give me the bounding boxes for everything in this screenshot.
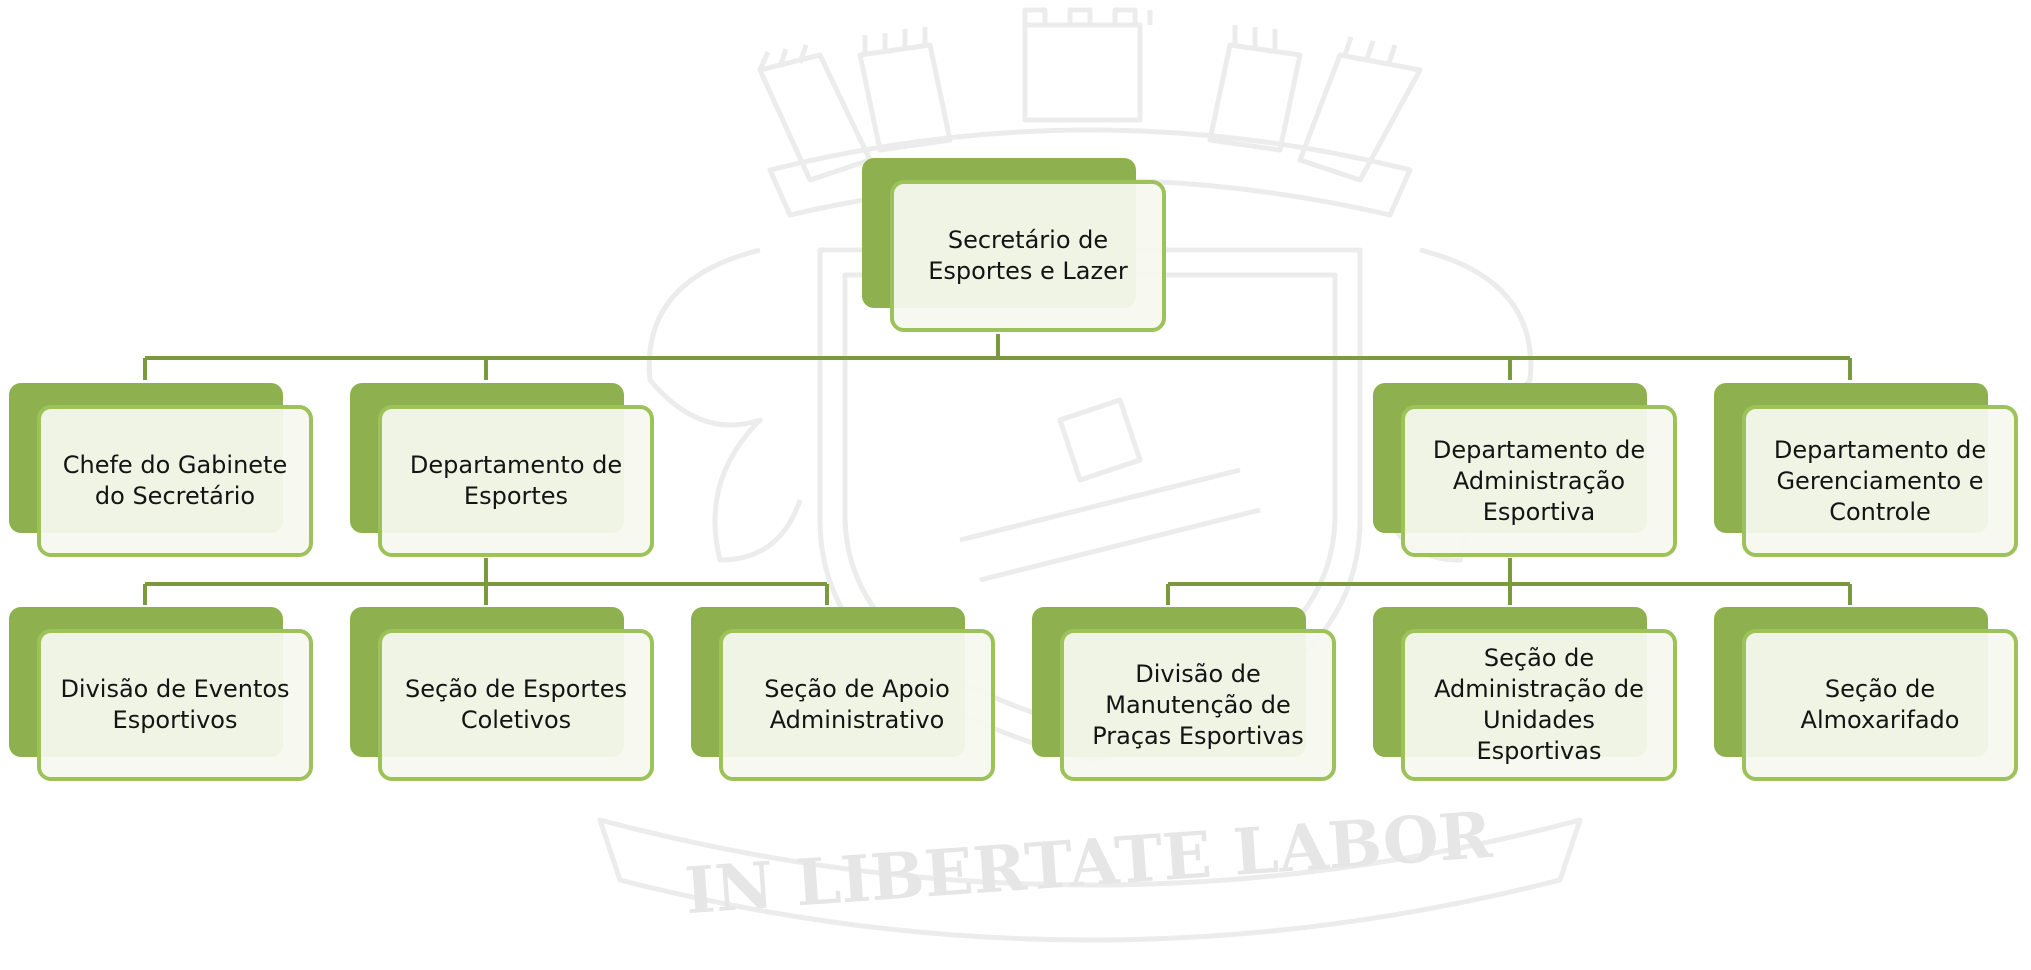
node-label: Seção de Apoio Administrativo bbox=[764, 675, 950, 734]
node-sec-unidades: Seção de Administração de Unidades Espor… bbox=[1373, 607, 1683, 787]
motto-ribbon bbox=[597, 817, 1583, 943]
node-chefe-gabinete: Chefe do Gabinete do Secretário bbox=[9, 383, 319, 563]
node-label: Divisão de Eventos Esportivos bbox=[60, 675, 290, 734]
node-box: Seção de Almoxarifado bbox=[1742, 629, 2018, 781]
node-box: Departamento de Administração Esportiva bbox=[1401, 405, 1677, 557]
node-sec-apoio: Seção de Apoio Administrativo bbox=[691, 607, 1001, 787]
node-box: Chefe do Gabinete do Secretário bbox=[37, 405, 313, 557]
node-box: Seção de Administração de Unidades Espor… bbox=[1401, 629, 1677, 781]
node-label: Departamento de Administração Esportiva bbox=[1432, 435, 1646, 526]
node-div-manutencao: Divisão de Manutenção de Praças Esportiv… bbox=[1032, 607, 1342, 787]
node-box: Departamento de Gerenciamento e Controle bbox=[1742, 405, 2018, 557]
node-label: Seção de Administração de Unidades Espor… bbox=[1434, 644, 1644, 765]
node-box: Seção de Esportes Coletivos bbox=[378, 629, 654, 781]
node-box: Seção de Apoio Administrativo bbox=[719, 629, 995, 781]
inner-building bbox=[959, 397, 1261, 583]
node-label: Secretário de Esportes e Lazer bbox=[928, 226, 1128, 285]
node-sec-almoxarifado: Seção de Almoxarifado bbox=[1714, 607, 2024, 787]
node-dep-esportes: Departamento de Esportes bbox=[350, 383, 660, 563]
node-box: Secretário de Esportes e Lazer bbox=[890, 180, 1166, 332]
node-dep-gerenciamento: Departamento de Gerenciamento e Controle bbox=[1714, 383, 2024, 563]
castle-towers bbox=[757, 7, 1423, 183]
node-label: Departamento de Esportes bbox=[409, 451, 623, 510]
node-sec-coletivos: Seção de Esportes Coletivos bbox=[350, 607, 660, 787]
node-box: Divisão de Manutenção de Praças Esportiv… bbox=[1060, 629, 1336, 781]
node-secretario: Secretário de Esportes e Lazer bbox=[862, 158, 1172, 338]
node-label: Chefe do Gabinete do Secretário bbox=[62, 451, 288, 510]
node-label: Departamento de Gerenciamento e Controle bbox=[1773, 435, 1987, 526]
left-foliage bbox=[646, 247, 803, 563]
node-label: Seção de Esportes Coletivos bbox=[405, 675, 627, 734]
node-label: Divisão de Manutenção de Praças Esportiv… bbox=[1092, 659, 1304, 750]
node-box: Divisão de Eventos Esportivos bbox=[37, 629, 313, 781]
node-div-eventos: Divisão de Eventos Esportivos bbox=[9, 607, 319, 787]
node-label: Seção de Almoxarifado bbox=[1800, 675, 1960, 734]
node-box: Departamento de Esportes bbox=[378, 405, 654, 557]
node-dep-admin-esportiva: Departamento de Administração Esportiva bbox=[1373, 383, 1683, 563]
